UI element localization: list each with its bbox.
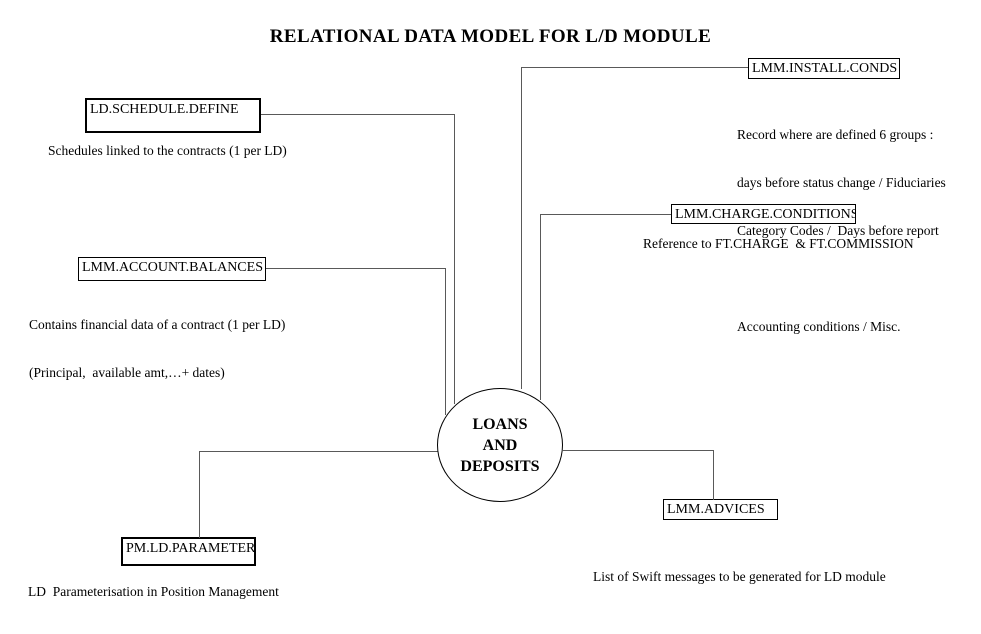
connector-account-horizontal (266, 268, 446, 269)
central-node-label-line: DEPOSITS (460, 457, 540, 475)
annotation-account-balances: Contains financial data of a contract (1… (29, 317, 286, 380)
entity-box-lmm-account-balances: LMM.ACCOUNT.BALANCES (78, 257, 266, 281)
page-title: RELATIONAL DATA MODEL FOR L/D MODULE (269, 26, 712, 47)
connector-install-vertical (521, 67, 522, 389)
entity-label: LMM.INSTALL.CONDS (752, 61, 898, 76)
connector-charge-horizontal (540, 214, 671, 215)
connector-schedule-vertical (454, 114, 455, 404)
central-node-label-line: AND (482, 436, 518, 454)
connector-parameter-horizontal (199, 451, 438, 452)
central-node-label-line: LOANS (472, 415, 528, 433)
annotation-install-conds: Record where are defined 6 groups : days… (737, 127, 946, 334)
annotation-pm-ld-parameter: LD Parameterisation in Position Manageme… (28, 584, 279, 599)
entity-label: LMM.CHARGE.CONDITIONS (675, 207, 856, 222)
connector-parameter-vertical (199, 451, 200, 538)
connector-account-vertical (445, 268, 446, 415)
annotation-lmm-advices: List of Swift messages to be generated f… (593, 569, 886, 584)
annotation-schedule-define: Schedules linked to the contracts (1 per… (48, 143, 287, 158)
connector-advices-vertical (713, 450, 714, 500)
connector-install-horizontal (521, 67, 748, 68)
entity-box-ld-schedule-define: LD.SCHEDULE.DEFINE (85, 98, 261, 133)
entity-label: LMM.ADVICES (667, 502, 765, 517)
entity-label: PM.LD.PARAMETER (126, 541, 256, 556)
connector-advices-horizontal (563, 450, 714, 451)
central-node-loans-and-deposits: LOANS AND DEPOSITS (437, 388, 563, 502)
entity-box-lmm-advices: LMM.ADVICES (663, 499, 778, 520)
entity-label: LD.SCHEDULE.DEFINE (90, 102, 239, 117)
annotation-charge-conditions: Reference to FT.CHARGE & FT.COMMISSION (643, 236, 914, 251)
entity-label: LMM.ACCOUNT.BALANCES (82, 260, 263, 275)
entity-box-pm-ld-parameter: PM.LD.PARAMETER (121, 537, 256, 566)
entity-box-lmm-charge-conditions: LMM.CHARGE.CONDITIONS (671, 204, 856, 224)
connector-charge-vertical (540, 214, 541, 400)
connector-schedule-horizontal (261, 114, 455, 115)
entity-box-lmm-install-conds: LMM.INSTALL.CONDS (748, 58, 900, 79)
